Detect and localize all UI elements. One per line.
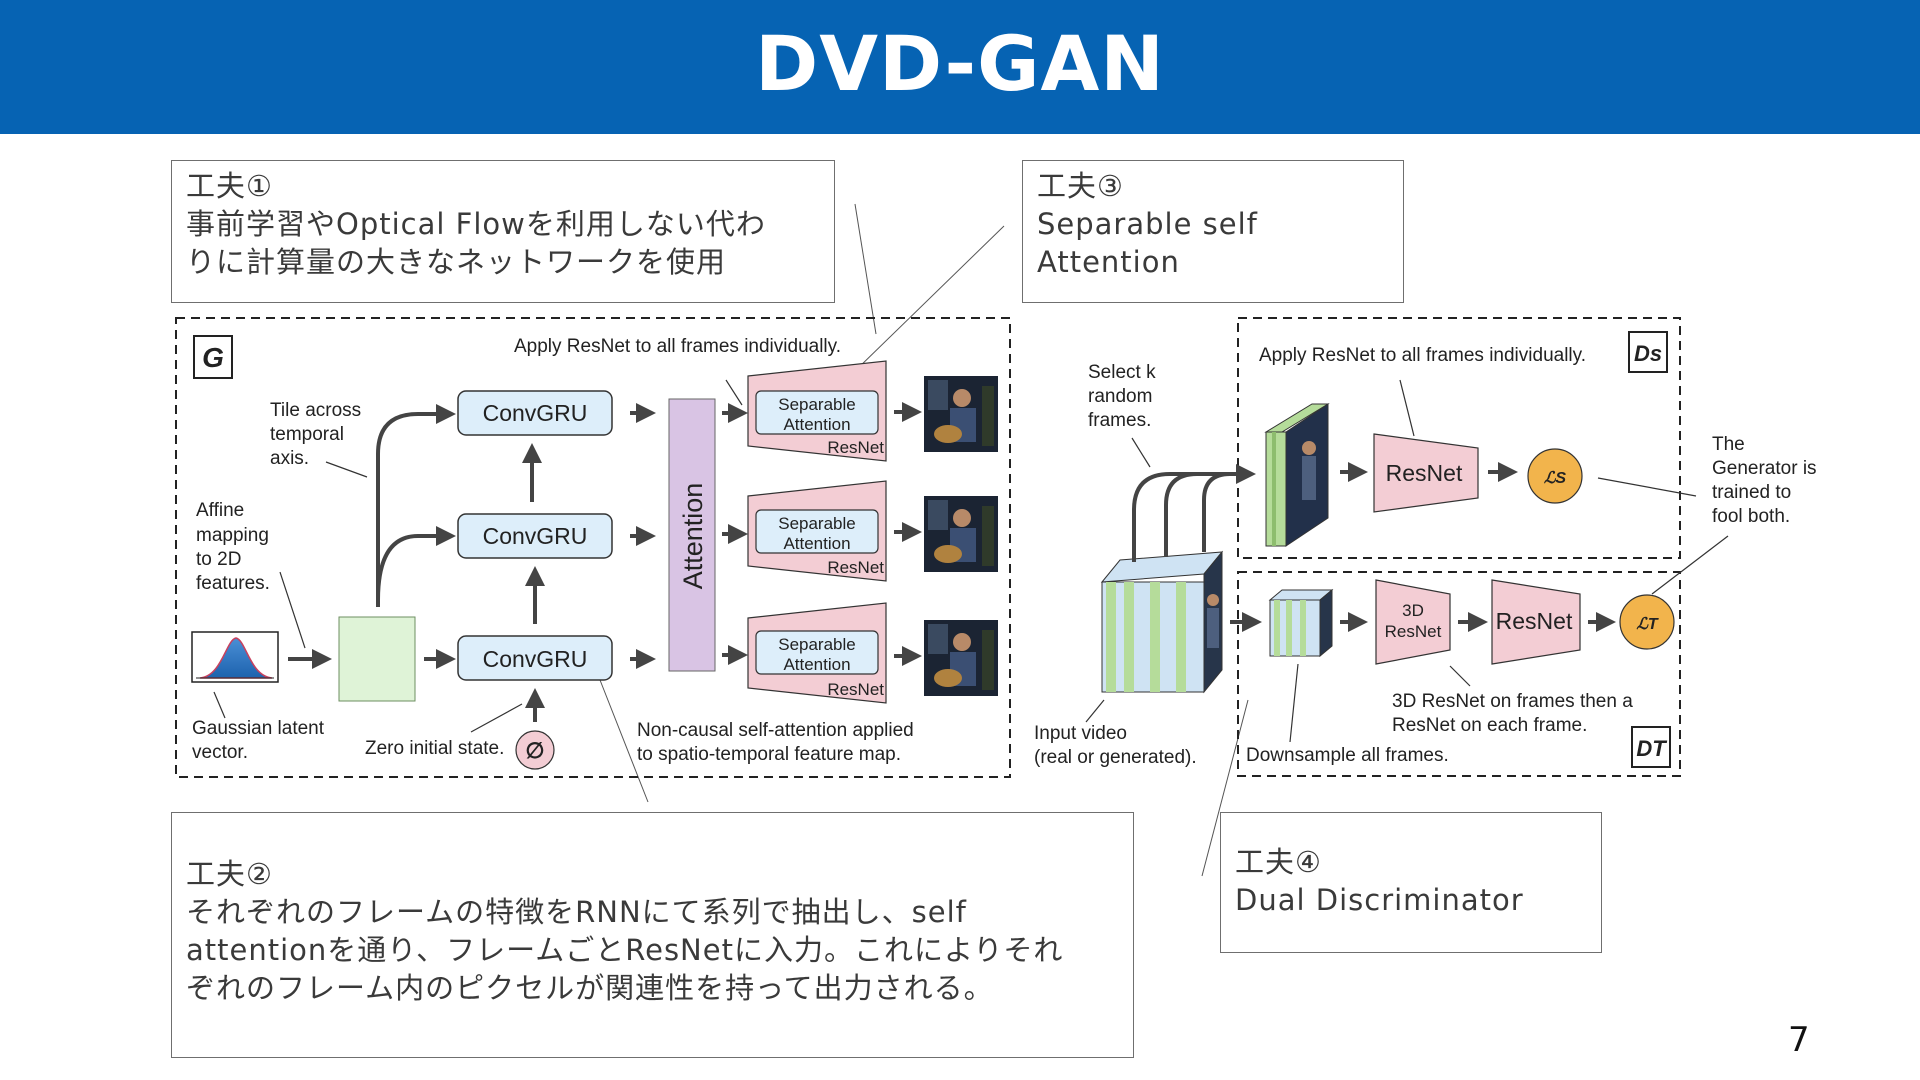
callout-pointers [599,203,1249,877]
slide-title: DVD-GAN [755,19,1165,108]
svg-text:ℒS: ℒS [1544,470,1567,487]
title-bar: DVD-GAN [0,0,1920,134]
ds-symbol: Ds [1634,341,1662,366]
select-k-note: Select k random frames. [1088,362,1161,431]
callout-4: 工夫④ Dual Discriminator [1220,812,1602,953]
svg-text:ℒT: ℒT [1636,616,1659,633]
output-frame-image [924,620,998,696]
tile-note: Tile across temporal axis. [270,400,366,469]
svg-text:ConvGRU: ConvGRU [483,400,588,426]
callout-1-line: 事前学習やOptical Flowを利用しない代わ [186,207,766,241]
callout-1-line: りに計算量の大きなネットワークを使用 [186,245,727,279]
output-frame-image [924,496,998,572]
ds-top-note: Apply ResNet to all frames individually. [1259,345,1586,366]
svg-text:ResNet: ResNet [827,680,884,699]
callout-2-line: ぞれのフレーム内のピクセルが関連性を持って出力される。 [186,971,994,1005]
tile-arrows [376,404,456,669]
svg-text:ResNet: ResNet [1496,608,1573,634]
zero-initial-state-icon [515,730,555,770]
svg-text:ResNet: ResNet [827,438,884,457]
selected-frames-stack [1264,403,1330,547]
convgru-block: ConvGRU [457,390,613,436]
loss-s-icon [1527,448,1583,504]
callout-3-line: Attention [1037,245,1180,279]
gaussian-note: Gaussian latent vector. [192,718,329,763]
resnet-3d-note: 3D ResNet on frames then a ResNet on eac… [1392,691,1638,736]
generator-panel: G Apply ResNet to all frames individuall… [175,317,1011,778]
output-frame-image [924,376,998,452]
callout-2-line: それぞれのフレームの特徴をRNNにて系列で抽出し、self [186,895,967,929]
svg-text:ResNet: ResNet [1386,460,1463,486]
dt-symbol: DT [1636,736,1667,761]
callout-3-heading: 工夫③ [1037,169,1124,203]
callout-1-heading: 工夫① [186,169,273,203]
input-video-note: Input video (real or generated). [1034,723,1197,768]
attention-label: Attention [678,483,708,590]
callout-4-line: Dual Discriminator [1235,883,1524,917]
generator-top-note: Apply ResNet to all frames individually. [514,336,841,357]
page-number: 7 [1788,1020,1810,1060]
svg-text:ConvGRU: ConvGRU [483,646,588,672]
zero-note: Zero initial state. [365,738,504,759]
callout-1: 工夫① 事前学習やOptical Flowを利用しない代わ りに計算量の大きなネ… [171,160,835,303]
discriminator-panel: Ds Apply ResNet to all frames individual… [1034,317,1822,777]
generator-fool-note: The Generator is trained to fool both. [1712,434,1822,527]
callout-2: 工夫② それぞれのフレームの特徴をRNNにて系列で抽出し、self attent… [171,812,1134,1058]
svg-text:∅: ∅ [525,738,544,763]
generator-symbol: G [202,342,224,373]
convgru-block: ConvGRU [457,635,613,681]
dt-resnet-block: ResNet [1491,579,1581,665]
callout-4-heading: 工夫④ [1235,845,1322,879]
gaussian-latent-icon [191,631,279,683]
affine-note: Affine mapping to 2D features. [196,500,274,594]
input-video-stack [1100,550,1224,694]
callout-2-line: attentionを通り、フレームごとResNetに入力。これによりそれ [186,933,1064,967]
noncausal-note: Non-causal self-attention applied to spa… [637,720,919,765]
svg-text:ConvGRU: ConvGRU [483,523,588,549]
downsample-note: Downsample all frames. [1246,745,1449,766]
callout-2-heading: 工夫② [186,857,273,891]
select-frames-arrows [1132,464,1256,562]
downsampled-frames-stack [1268,588,1334,658]
convgru-block: ConvGRU [457,513,613,559]
feature-map-block [338,616,416,702]
ds-resnet-block: ResNet [1373,433,1479,513]
callout-3-line: Separable self [1037,207,1258,241]
callout-3: 工夫③ Separable self Attention [1022,160,1404,303]
attention-block [668,398,716,672]
loss-t-icon [1619,594,1675,650]
svg-text:ResNet: ResNet [827,558,884,577]
